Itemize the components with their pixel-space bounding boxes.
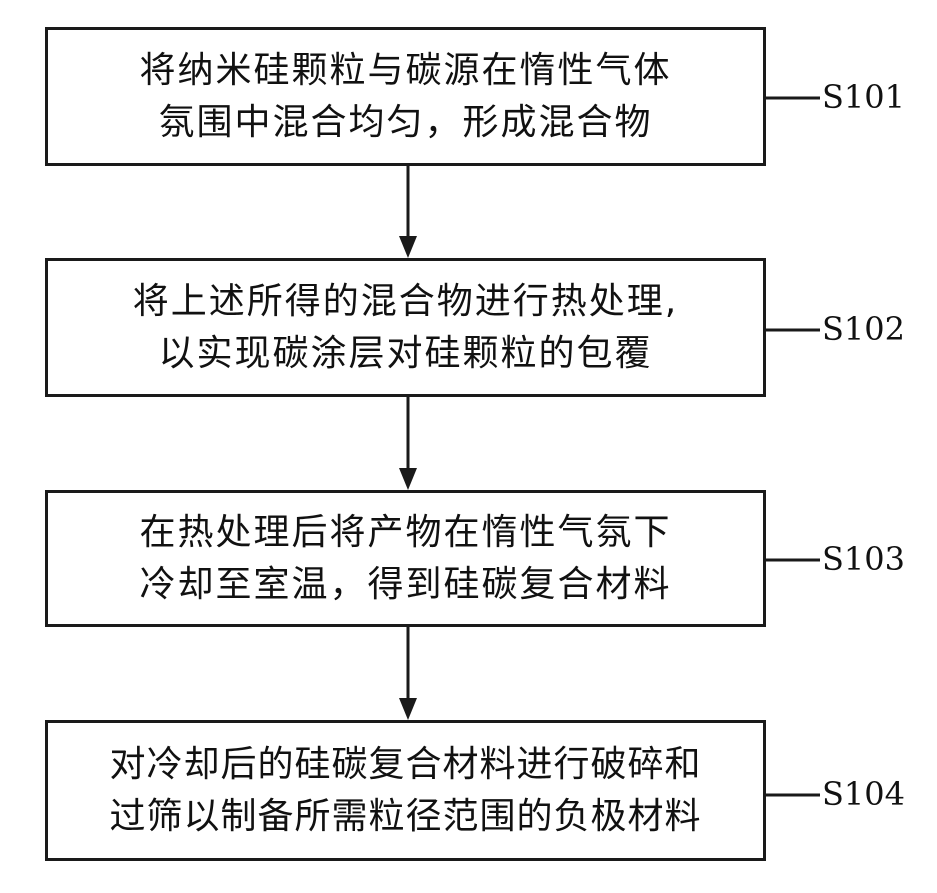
step-label-s104: S104 [822, 775, 905, 813]
step-text-s104: 对冷却后的硅碳复合材料进行破碎和 过筛以制备所需粒径范围的负极材料 [109, 739, 701, 843]
step-text-s103: 在热处理后将产物在惰性气氛下 冷却至室温，得到硅碳复合材料 [139, 507, 671, 611]
step-label-s101: S101 [822, 78, 905, 116]
arrowhead-s103 [399, 468, 417, 490]
step-box-s103: 在热处理后将产物在惰性气氛下 冷却至室温，得到硅碳复合材料 [45, 490, 766, 627]
step-text-s101: 将纳米硅颗粒与碳源在惰性气体 氛围中混合均匀，形成混合物 [139, 45, 671, 149]
arrowhead-s104 [399, 698, 417, 720]
step-box-s101: 将纳米硅颗粒与碳源在惰性气体 氛围中混合均匀，形成混合物 [45, 27, 766, 166]
step-label-s102: S102 [822, 310, 905, 348]
step-label-s103: S103 [822, 540, 905, 578]
arrowhead-s102 [399, 236, 417, 258]
step-box-s102: 将上述所得的混合物进行热处理, 以实现碳涂层对硅颗粒的包覆 [45, 258, 766, 397]
step-box-s104: 对冷却后的硅碳复合材料进行破碎和 过筛以制备所需粒径范围的负极材料 [45, 720, 766, 861]
step-text-s102: 将上述所得的混合物进行热处理, 以实现碳涂层对硅颗粒的包覆 [133, 276, 678, 380]
